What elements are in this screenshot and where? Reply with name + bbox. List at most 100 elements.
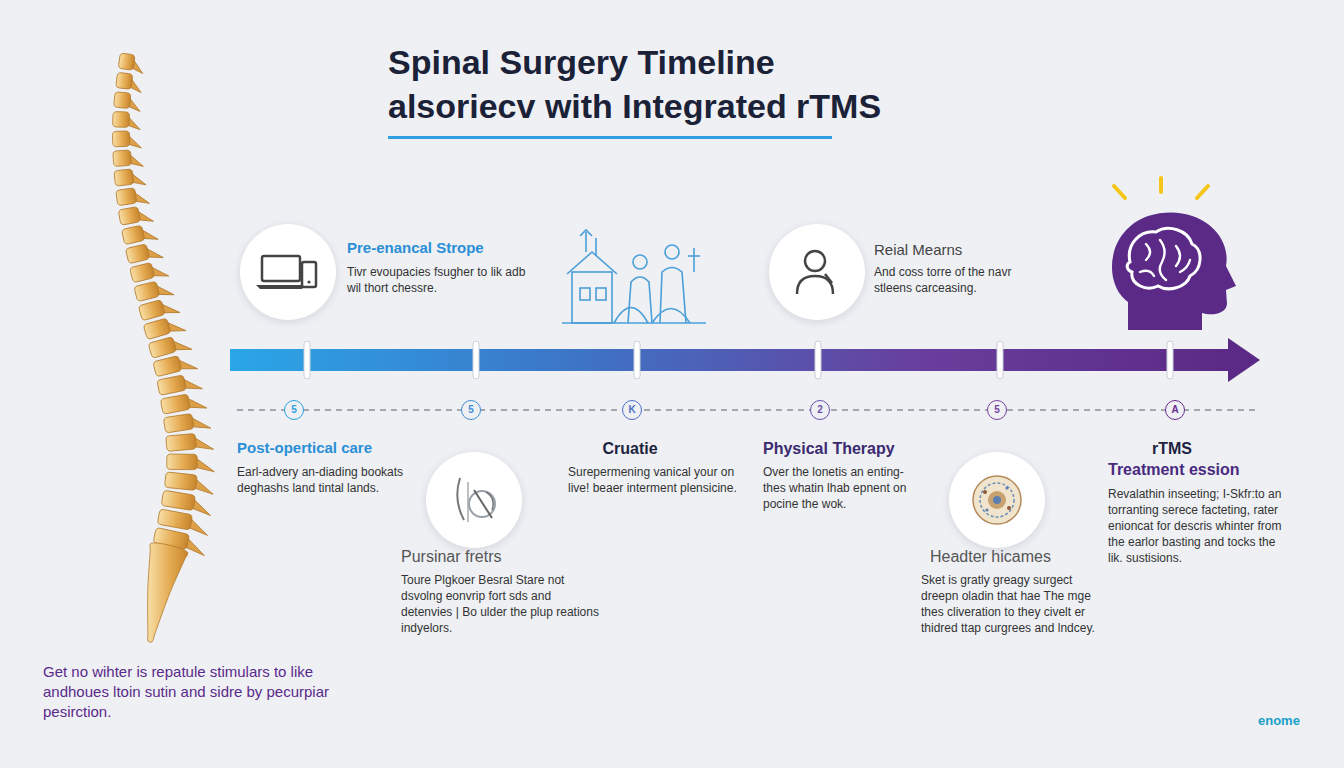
step-description: Revalathin inseeting; I-Skfr:to an torra…: [1108, 486, 1288, 566]
vertebra: [114, 168, 146, 189]
dashed-timeline: [237, 409, 1258, 410]
vertebra: [157, 372, 203, 398]
vertebral-body: [160, 394, 190, 414]
step-description: Earl-advery an-diading bookats deghashs …: [237, 464, 405, 496]
icon-part: [486, 492, 493, 510]
head-silhouette: [1112, 212, 1236, 330]
icon-part: [262, 256, 300, 281]
icon-drawing: [949, 452, 1045, 548]
brand-logo: enome: [1258, 712, 1330, 729]
vertebral-body: [114, 169, 134, 186]
vertebral-body: [113, 150, 132, 167]
vertebra: [112, 131, 141, 149]
roof: [567, 252, 617, 274]
vertebra: [130, 259, 169, 285]
vertebral-body: [125, 244, 149, 264]
step-number-text: A: [1166, 401, 1184, 418]
vertebra: [164, 472, 215, 494]
tick: [634, 341, 640, 379]
tick: [815, 341, 821, 379]
title: Spinal Surgery Timeline alsoriecv with I…: [388, 40, 913, 128]
icon-part: [307, 280, 310, 283]
vertebral-body: [112, 131, 130, 147]
icon-node: Pre-enancal StropeTivr evoupacies fsughe…: [240, 224, 535, 324]
brain-outline: [1127, 228, 1200, 288]
icon-drawing: [769, 224, 865, 320]
vertebra: [118, 53, 145, 74]
icon-node: Headter hicamesSket is gratly greagy sur…: [921, 452, 1106, 640]
step-heading: Reial Mearns: [874, 240, 1054, 260]
mast: [595, 238, 597, 256]
tick: [1167, 341, 1173, 379]
icon-circle: [949, 452, 1045, 548]
mast-top: [580, 230, 592, 236]
step-heading: Cruatie: [555, 438, 705, 459]
icon-part: [256, 285, 306, 289]
vertebral-body: [157, 509, 192, 530]
step-number-text: 2: [811, 401, 829, 418]
vertebra: [121, 222, 158, 246]
icon-part: [988, 491, 1006, 509]
arch: [614, 308, 648, 324]
vertebral-body: [153, 356, 182, 377]
step-heading: Post-opertical care: [237, 438, 457, 458]
person-head: [633, 255, 647, 269]
step-heading: rTMS: [1102, 438, 1242, 459]
vertebra: [167, 454, 215, 472]
arch: [652, 309, 690, 324]
person-body: [660, 268, 686, 324]
vertebra: [114, 92, 142, 112]
mast: [585, 232, 587, 252]
window: [580, 288, 590, 300]
vertebral-body: [113, 112, 130, 128]
ray: [1114, 186, 1125, 198]
vertebral-body: [138, 300, 165, 321]
vertebral-body: [114, 92, 131, 109]
step-number-text: 5: [988, 401, 1006, 418]
vertebral-body: [166, 434, 197, 452]
ray: [1197, 186, 1208, 198]
step-description: Over the lonetis an enting-thes whatin l…: [763, 464, 915, 512]
step-heading: Headter hicames: [930, 546, 1106, 567]
icon-part: [993, 496, 1001, 504]
sacrum: [148, 543, 188, 642]
tick: [473, 341, 479, 379]
step-number: 5: [987, 400, 1007, 420]
vertebral-body: [163, 413, 194, 433]
vertebral-body: [161, 490, 195, 510]
icon-part: [983, 490, 987, 494]
title-underline: [388, 136, 832, 139]
timeline-ticks: [304, 341, 1173, 379]
tick: [997, 341, 1003, 379]
icon-part: [1007, 506, 1011, 510]
vertebra: [153, 352, 198, 379]
vertebra: [163, 411, 210, 435]
vertebral-body: [165, 472, 198, 491]
step-heading: Pursinar fretrs: [401, 546, 606, 567]
brain-head-icon: [1112, 178, 1236, 330]
vertebra: [148, 333, 192, 361]
ray: [1159, 178, 1163, 192]
step-number: A: [1165, 400, 1185, 420]
vertebral-body: [116, 188, 137, 206]
small-figure: [693, 248, 695, 272]
step-description: Tivr evoupacies fsugher to lik adb wil t…: [347, 264, 527, 296]
person-body: [628, 277, 652, 323]
step-number-text: 5: [462, 401, 480, 418]
step-number: 2: [810, 400, 830, 420]
icon-circle: [426, 452, 522, 548]
vertebra: [134, 278, 174, 304]
step-heading: Treatment ession: [1108, 459, 1288, 480]
icon-part: [467, 482, 469, 522]
step-heading: Physical Therapy: [763, 438, 943, 459]
icon-part: [302, 262, 316, 287]
icon-part: [805, 251, 825, 271]
window: [596, 288, 606, 300]
vertebral-body: [148, 337, 177, 359]
icon-circle: [240, 224, 336, 320]
vertebra: [138, 296, 179, 323]
vertebral-body: [157, 375, 186, 395]
building: [572, 272, 612, 323]
step-description: And coss torre of the navr stleens carce…: [874, 264, 1044, 296]
step-number: 5: [284, 400, 304, 420]
